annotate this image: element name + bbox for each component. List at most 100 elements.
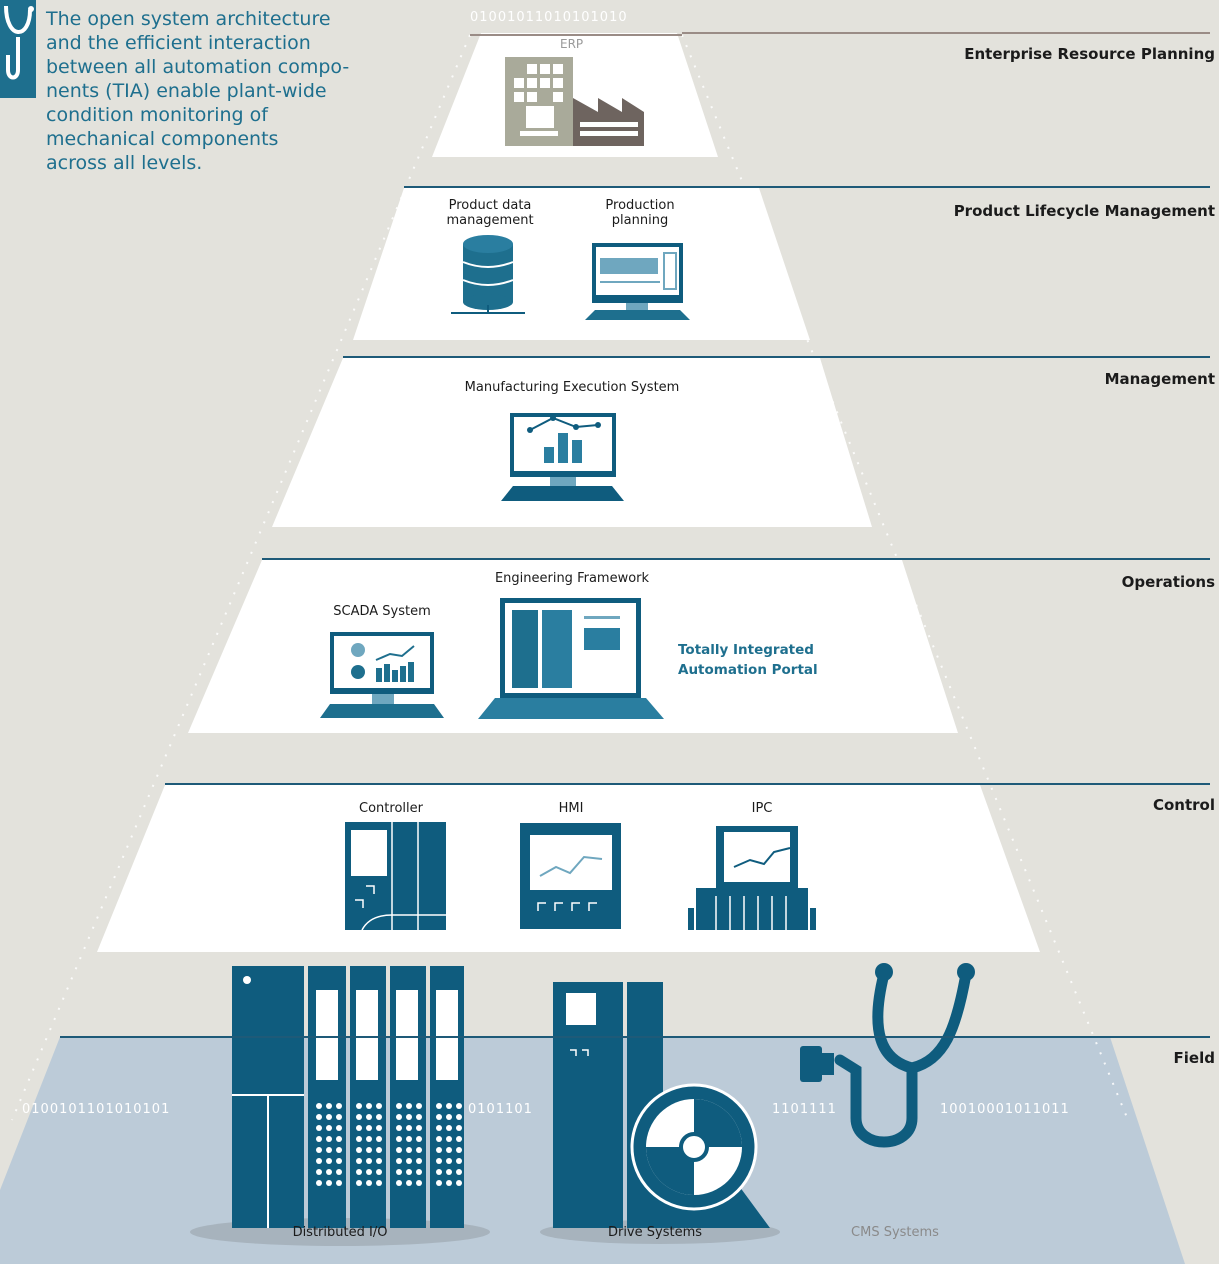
terminal-dot [376, 1158, 382, 1164]
terminal-dot [406, 1158, 412, 1164]
terminal-dot [366, 1114, 372, 1120]
scada-caption: SCADA System [333, 604, 431, 619]
terminal-dot [436, 1169, 442, 1175]
drive-system-icon [540, 982, 780, 1244]
terminal-dot [376, 1125, 382, 1131]
terminal-dot [336, 1180, 342, 1186]
terminal-dot [326, 1136, 332, 1142]
intro-line: and the efficient interaction [46, 32, 311, 54]
caption-line: Product data [448, 198, 532, 213]
distributed-io-caption: Distributed I/O [292, 1225, 388, 1240]
terminal-dot [416, 1147, 422, 1153]
terminal-dot [336, 1114, 342, 1120]
terminal-dot [396, 1114, 402, 1120]
terminal-dot [356, 1114, 362, 1120]
terminal-dot [366, 1180, 372, 1186]
caption-line: management [446, 213, 534, 228]
terminal-dot [436, 1147, 442, 1153]
intro-line: across all levels. [46, 152, 203, 174]
level-rule [404, 186, 1210, 188]
terminal-dot [436, 1103, 442, 1109]
terminal-dot [406, 1125, 412, 1131]
hmi-caption: HMI [558, 801, 584, 816]
production-planning-monitor-icon [585, 243, 690, 320]
terminal-dot [366, 1136, 372, 1142]
terminal-dot [406, 1136, 412, 1142]
terminal-dot [456, 1103, 462, 1109]
terminal-dot [436, 1136, 442, 1142]
tia-line: Automation Portal [678, 662, 818, 678]
terminal-dot [446, 1147, 452, 1153]
terminal-dot [396, 1180, 402, 1186]
terminal-dot [326, 1114, 332, 1120]
terminal-dot [336, 1103, 342, 1109]
terminal-dot [316, 1180, 322, 1186]
caption-line: Production [605, 198, 675, 213]
terminal-dot [406, 1114, 412, 1120]
terminal-dot [316, 1158, 322, 1164]
level-label-management: Management [1104, 370, 1215, 388]
terminal-dot [456, 1125, 462, 1131]
terminal-dot [376, 1169, 382, 1175]
terminal-dot [436, 1158, 442, 1164]
ipc-icon [688, 826, 816, 930]
production-planning-caption: Production planning [590, 198, 690, 228]
terminal-dot [436, 1125, 442, 1131]
level-label-erp: Enterprise Resource Planning [964, 45, 1215, 63]
caption-line: planning [611, 213, 669, 228]
cms-systems-caption: CMS Systems [851, 1225, 939, 1240]
terminal-dot [356, 1169, 362, 1175]
terminal-dot [336, 1125, 342, 1131]
terminal-dot [406, 1147, 412, 1153]
terminal-dot [356, 1136, 362, 1142]
terminal-dot [416, 1125, 422, 1131]
intro-line: nents (TIA) enable plant-wide [46, 80, 327, 102]
terminal-dot [456, 1180, 462, 1186]
terminal-dot [336, 1136, 342, 1142]
terminal-dot [326, 1125, 332, 1131]
terminal-dot [376, 1180, 382, 1186]
terminal-dot [446, 1103, 452, 1109]
terminal-dot [446, 1180, 452, 1186]
terminal-dot [456, 1169, 462, 1175]
level-label-plm: Product Lifecycle Management [953, 202, 1215, 220]
drive-systems-caption: Drive Systems [607, 1225, 703, 1240]
controller-caption: Controller [359, 801, 423, 816]
terminal-dot [316, 1125, 322, 1131]
terminal-dot [356, 1147, 362, 1153]
terminal-dot [316, 1169, 322, 1175]
hmi-icon [520, 823, 621, 929]
terminal-dot [376, 1147, 382, 1153]
level-label-control: Control [1152, 796, 1215, 814]
terminal-dot [366, 1147, 372, 1153]
intro-text: The open system architecture and the eff… [46, 7, 406, 175]
terminal-dot [406, 1180, 412, 1186]
ipc-caption: IPC [751, 801, 773, 816]
terminal-dot [446, 1136, 452, 1142]
intro-line: The open system architecture [46, 8, 331, 30]
terminal-dot [366, 1169, 372, 1175]
factory-icon [505, 57, 644, 146]
terminal-dot [416, 1114, 422, 1120]
scada-monitor-icon [320, 632, 444, 718]
terminal-dot [456, 1147, 462, 1153]
terminal-dot [396, 1147, 402, 1153]
binary-string: 0100101101010101 [22, 1102, 171, 1117]
terminal-dot [406, 1103, 412, 1109]
level-rule [60, 1036, 1210, 1038]
terminal-dot [336, 1147, 342, 1153]
terminal-dot [316, 1147, 322, 1153]
terminal-dot [436, 1180, 442, 1186]
intro-line: mechanical components [46, 128, 279, 150]
binary-string: 1101111 [772, 1102, 837, 1117]
terminal-dot [326, 1103, 332, 1109]
terminal-dot [326, 1180, 332, 1186]
terminal-dot [356, 1103, 362, 1109]
terminal-dot [366, 1125, 372, 1131]
terminal-dot [396, 1136, 402, 1142]
level-rule [262, 558, 1210, 560]
binary-string: 0101101 [468, 1102, 533, 1117]
terminal-dot [366, 1103, 372, 1109]
database-icon [451, 235, 525, 314]
